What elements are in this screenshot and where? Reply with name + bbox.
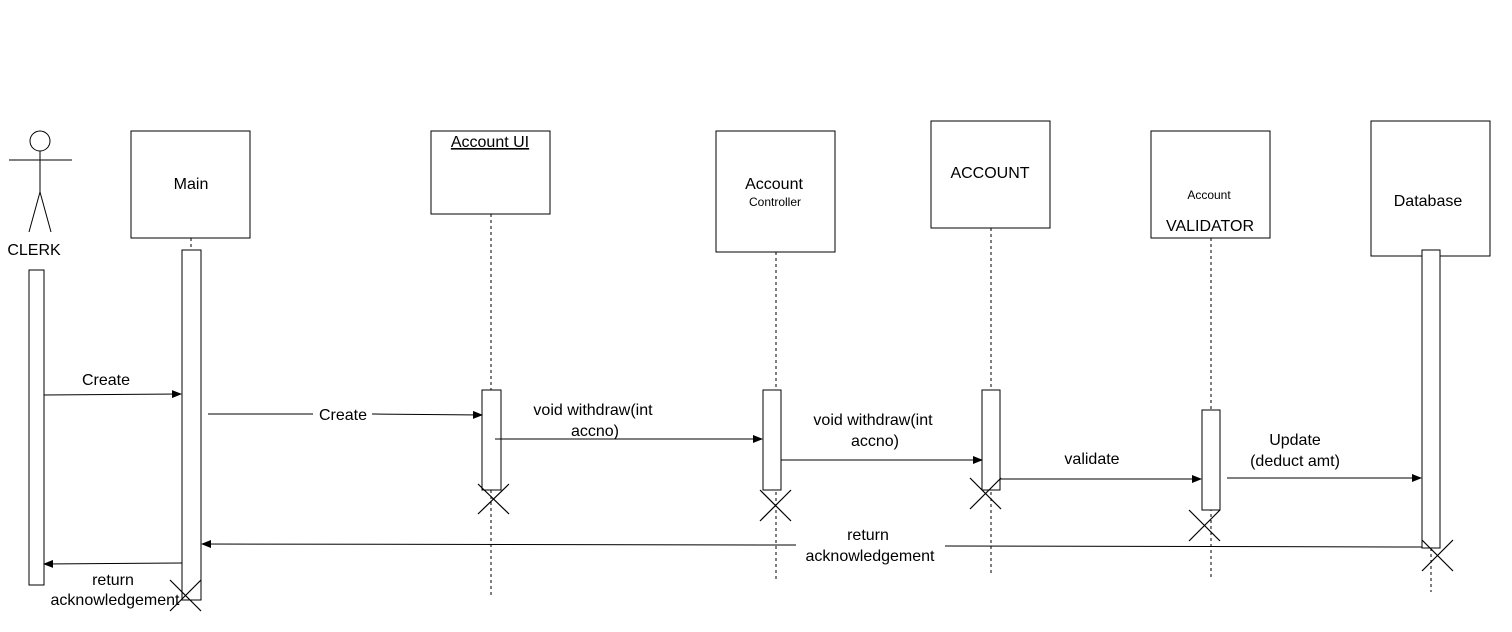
message-create-main-label: Create [82,372,130,389]
account-validator-activation [1201,409,1221,511]
account-ui-activation [481,389,502,491]
account-activation [981,389,1001,491]
message-return-main-arrow [201,540,797,549]
participant-account-label: ACCOUNT [950,165,1029,182]
message-withdraw-account-label-line2: accno) [851,433,899,450]
message-create-ui-arrow [371,410,483,419]
participant-main-label: Main [174,176,209,193]
actor-right-leg [39,191,52,233]
message-return-main: return acknowledgement [201,527,1423,565]
participant-account-controller: Account Controller [715,130,836,253]
message-return-main-label-line2: acknowledgement [806,548,936,565]
database-activation [1421,249,1441,549]
actor-label: CLERK [7,242,61,259]
message-return-main-label-line1: return [847,527,889,544]
participant-account-controller-box [715,130,836,253]
destroy-main-x [169,579,202,612]
message-return-clerk-label-line1: return [92,572,134,589]
destroy-account-controller-x [759,489,792,522]
message-update-label-line1: Update [1269,432,1321,449]
account-controller-activation [762,389,782,491]
participant-account-validator-sublabel: VALIDATOR [1166,218,1254,235]
participant-main: Main [130,130,251,239]
participant-account: ACCOUNT [930,120,1051,229]
message-withdraw-account: void withdraw(int accno) [781,412,983,464]
clerk-activation [28,269,45,586]
participant-database: Database [1370,120,1491,257]
message-withdraw-controller: void withdraw(int accno) [495,402,763,443]
destroy-database-x [1421,539,1454,572]
message-withdraw-controller-label-line1: void withdraw(int [533,402,653,419]
message-update: Update (deduct amt) [1227,432,1422,482]
message-create-main-arrow [43,390,182,399]
participant-main-box [130,130,251,239]
participant-database-label: Database [1394,193,1463,210]
message-return-clerk-label-line2: acknowledgement [51,592,181,609]
actor-left-leg [28,191,41,233]
message-return-main-arrow-right [944,545,1423,548]
message-create-main: Create [43,372,182,399]
participant-account-controller-label: Account [745,176,803,193]
message-return-clerk: return acknowledgement [43,559,183,609]
participant-account-ui-label: Account UI [451,134,529,151]
participant-account-validator: Account VALIDATOR [1150,130,1271,239]
participant-database-box [1370,120,1491,257]
destroy-account-x [969,477,1002,510]
participant-account-validator-box [1150,130,1271,239]
message-create-ui-label: Create [319,407,367,424]
message-validate-label: validate [1064,451,1119,468]
actor-head [29,130,51,152]
actor-clerk: CLERK [7,130,72,259]
participant-account-box [930,120,1051,229]
participant-account-ui: Account UI [430,130,551,215]
participant-account-validator-label: Account [1187,188,1231,202]
message-update-label-line2: (deduct amt) [1250,453,1340,470]
message-create-ui: Create [208,407,483,424]
main-activation [181,249,202,601]
participant-account-ui-box [430,130,551,215]
destroy-account-validator-x [1188,509,1221,542]
destroy-account-ui-x [477,483,510,515]
message-validate: validate [1000,451,1202,483]
message-withdraw-controller-label-line2: accno) [571,423,619,440]
participant-account-controller-sublabel: Controller [749,195,801,209]
message-return-clerk-arrow [43,559,183,568]
message-withdraw-account-label-line1: void withdraw(int [813,412,933,429]
